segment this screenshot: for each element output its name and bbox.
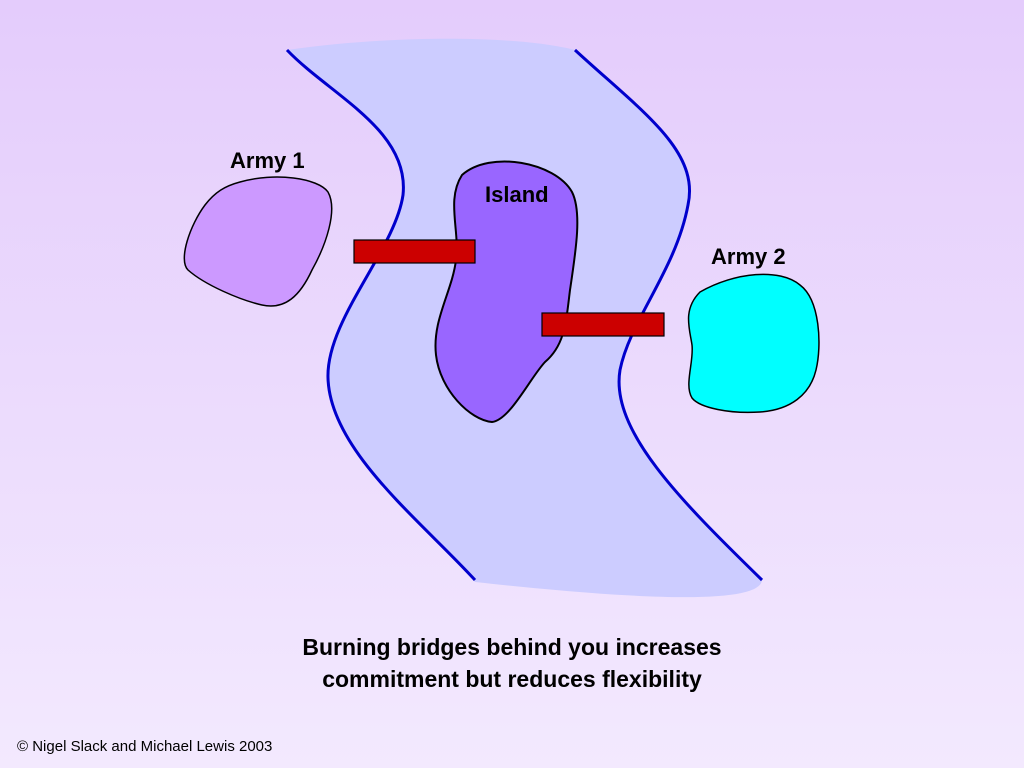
army-2-blob [687, 273, 820, 414]
copyright-notice: © Nigel Slack and Michael Lewis 2003 [17, 738, 273, 755]
army-1-blob [183, 176, 333, 307]
caption-line-2: commitment but reduces flexibility [322, 666, 702, 692]
army-1-label: Army 1 [230, 148, 305, 173]
island-label: Island [485, 182, 549, 207]
caption-line-1: Burning bridges behind you increases [302, 634, 722, 660]
island-blob [434, 160, 579, 424]
army-2-label: Army 2 [711, 244, 786, 269]
river-bank-left [285, 48, 477, 582]
bridge-2 [541, 312, 665, 337]
bridge-1 [353, 239, 476, 264]
river-bank-right [573, 48, 764, 582]
caption: Burning bridges behind you increases com… [212, 631, 812, 695]
